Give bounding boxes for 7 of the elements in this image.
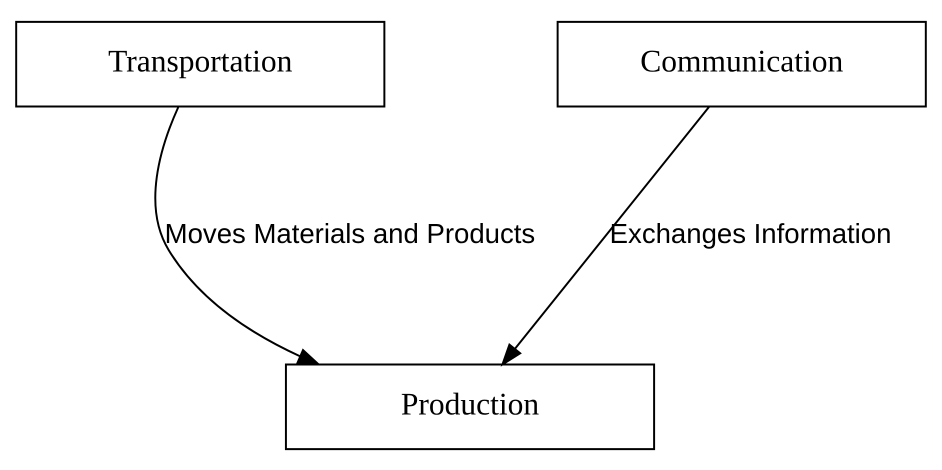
edge-label: Moves Materials and Products (164, 217, 536, 248)
arrow (154, 106, 322, 365)
edge-label: Exchanges Information (610, 217, 892, 248)
arrow (500, 106, 710, 366)
node-box: Communication (556, 20, 927, 108)
node-box: Production (284, 362, 656, 450)
node-box: Transportation (15, 20, 386, 108)
